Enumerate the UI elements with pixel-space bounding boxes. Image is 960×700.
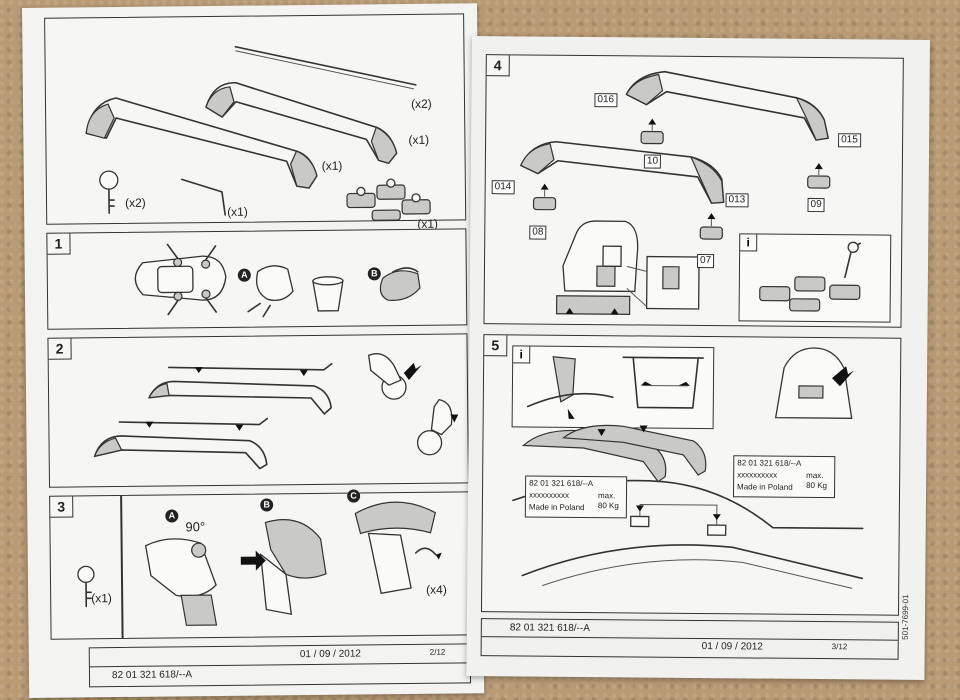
step-5-panel: 5 i: [480, 334, 902, 616]
step-4-illustration: [520, 70, 831, 315]
label-max: max.: [806, 470, 824, 481]
load-label-left: 82 01 321 618/--A xxxxxxxxxx Made in Pol…: [524, 475, 628, 519]
page-footer: 82 01 321 618/--A 01 / 09 / 2012 2/12: [88, 643, 472, 688]
angle-label: 90°: [185, 519, 206, 535]
step-2-illustration: [93, 353, 459, 470]
letter-c-badge: C: [347, 489, 361, 503]
parts-illustration: [85, 45, 431, 221]
label-ref: 82 01 321 618/--A: [737, 458, 802, 468]
qty-key: (x2): [124, 195, 146, 210]
step-4-panel: 4 016: [483, 54, 904, 328]
code-014: 014: [491, 180, 515, 195]
code-013: 013: [725, 193, 749, 208]
footer-date: 01 / 09 / 2012: [701, 641, 763, 653]
code-015: 015: [838, 133, 861, 148]
letter-b-badge: B: [367, 267, 381, 281]
label-weight: 80 Kg: [806, 480, 828, 491]
code-08: 08: [529, 225, 547, 240]
instruction-page-left: (x2) (x1) (x1) (x2) (x1) (x1) 1 A B: [22, 3, 485, 698]
cap-fit-illustration: [526, 356, 704, 419]
code-10: 10: [643, 154, 662, 169]
step-3-illustration: [77, 501, 442, 626]
qty-bar-b: (x1): [321, 158, 343, 173]
label-weight: 80 Kg: [597, 501, 619, 511]
label-serial: xxxxxxxxxx: [737, 470, 778, 480]
step-1-illustration: [134, 243, 421, 318]
letter-a-badge: A: [237, 268, 251, 282]
qty-rail: (x2): [410, 96, 432, 111]
footer-page: 3/12: [831, 642, 848, 652]
side-code: 501-7699-01: [900, 594, 911, 640]
parts-panel: (x2) (x1) (x1) (x2) (x1) (x1): [44, 13, 467, 231]
letter-a-badge: A: [165, 509, 179, 523]
code-09: 09: [807, 197, 825, 213]
qty-bar-a: (x1): [408, 132, 430, 147]
label-ref: 82 01 321 618/--A: [529, 478, 594, 489]
footer-date: 01 / 09 / 2012: [299, 648, 362, 661]
step-5-info-box: i: [511, 345, 715, 430]
label-origin: Made in Poland: [528, 502, 585, 512]
code-016: 016: [594, 93, 618, 108]
qty-caps: (x4): [426, 582, 447, 597]
qty-allen-key: (x1): [227, 204, 248, 219]
footer-ref: 82 01 321 618/--A: [111, 669, 193, 682]
label-serial: xxxxxxxxxx: [528, 490, 570, 500]
code-07: 07: [696, 253, 715, 269]
step-1-panel: 1 A B: [46, 228, 468, 330]
step-3-panel: 3 (x1) A 90° B C (x4): [49, 489, 471, 640]
step-2-panel: 2: [47, 333, 470, 488]
load-label-right: 82 01 321 618/--A xxxxxxxxxx Made in Pol…: [732, 455, 836, 499]
label-origin: Made in Poland: [737, 482, 793, 492]
allen-key-feet-illustration: [759, 241, 862, 312]
footer-ref: 82 01 321 618/--A: [509, 622, 590, 635]
step-4-info-box: i: [738, 233, 892, 323]
label-max: max.: [597, 491, 616, 501]
letter-b-badge: B: [260, 498, 274, 512]
instruction-page-right: 4 016: [466, 36, 930, 680]
footer-page: 2/12: [429, 647, 446, 657]
qty-key: (x1): [91, 591, 112, 606]
page-footer: 82 01 321 618/--A 01 / 09 / 2012 3/12: [480, 618, 899, 660]
